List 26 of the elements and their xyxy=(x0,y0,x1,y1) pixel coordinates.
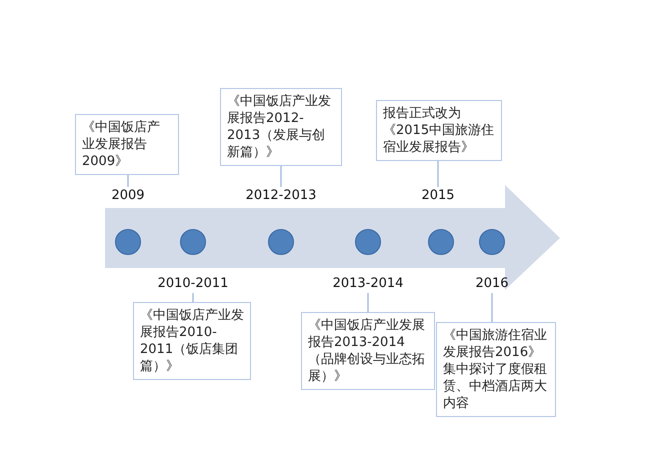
leader-line xyxy=(491,293,493,322)
event-text: 《中国饭店产业发展报告2010-2011（饭店集团篇）》 xyxy=(140,307,244,375)
year-label: 2015 xyxy=(421,188,455,204)
event-text: 《中国饭店产业发展报告2009》 xyxy=(82,119,161,170)
leader-line xyxy=(437,161,439,187)
leader-line xyxy=(127,175,129,187)
event-box xyxy=(436,322,556,417)
event-box xyxy=(220,88,342,166)
year-label: 2016 xyxy=(475,276,509,292)
leader-line xyxy=(280,166,282,187)
event-box xyxy=(75,114,179,175)
event-box xyxy=(376,100,502,161)
year-label: 2012-2013 xyxy=(246,188,316,204)
event-text: 《中国旅游住宿业发展报告2016》 xyxy=(443,327,548,361)
event-box xyxy=(133,302,251,380)
year-label: 2009 xyxy=(111,188,145,204)
event-text: 集中探讨了度假租赁、中档酒店两大内容 xyxy=(443,361,548,412)
year-label: 2013-2014 xyxy=(332,276,404,292)
event-text: 报告正式改为《2015中国旅游住宿业发展报告》 xyxy=(383,105,495,156)
event-text: 《中国饭店产业发展报告2012-2013（发展与创新篇）》 xyxy=(227,93,332,161)
year-label: 2010-2011 xyxy=(158,276,228,292)
leader-line xyxy=(192,293,194,302)
event-box xyxy=(301,312,435,390)
event-text: 《中国饭店产业发展报告2013-2014（品牌创设与业态拓展）》 xyxy=(308,317,426,385)
leader-line xyxy=(367,293,369,312)
timeline-arrow xyxy=(105,185,560,290)
